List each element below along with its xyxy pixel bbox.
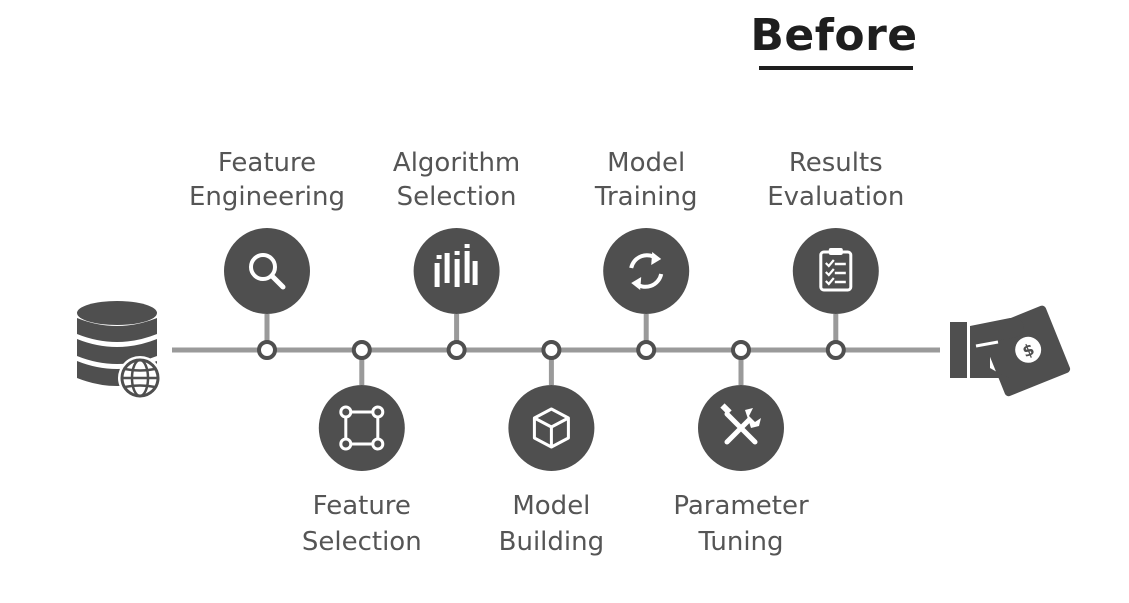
- title-underline: [759, 66, 913, 70]
- timeline-node: [257, 340, 277, 360]
- step-label: Results Evaluation: [767, 148, 905, 212]
- step-label: Feature Engineering: [189, 148, 345, 212]
- process-step: [224, 228, 310, 360]
- process-step: [792, 228, 879, 360]
- bars-icon: [434, 244, 478, 287]
- cube-icon: [532, 407, 570, 449]
- process-step: [698, 340, 784, 471]
- timeline-node: [351, 340, 372, 360]
- timeline-node: [541, 340, 562, 360]
- step-label: Model Training: [594, 148, 698, 212]
- step-circle: [792, 228, 879, 314]
- selection-square-icon: [339, 405, 385, 451]
- magnifier-icon: [249, 253, 286, 290]
- step-label: Parameter Tuning: [673, 491, 809, 557]
- step-circle: [603, 228, 690, 314]
- database-globe-icon: [77, 301, 162, 400]
- process-step: [508, 340, 595, 471]
- step-label: Model Building: [498, 491, 605, 557]
- clipboard-checklist-icon: [819, 248, 853, 292]
- timeline-node: [446, 340, 467, 360]
- step-label: Feature Selection: [301, 491, 422, 557]
- step-circle: [224, 228, 310, 314]
- hand-money-icon: $: [950, 305, 1071, 397]
- timeline-node: [636, 340, 657, 360]
- process-step: [603, 228, 690, 360]
- timeline-node: [825, 340, 846, 360]
- process-step: [413, 228, 500, 360]
- process-step: [318, 340, 405, 471]
- diagram-title: Before: [750, 10, 918, 61]
- step-label: Algorithm Selection: [392, 148, 521, 212]
- tools-icon: [720, 403, 761, 445]
- timeline-node: [731, 340, 751, 360]
- refresh-icon: [629, 252, 664, 290]
- step-circle: [318, 385, 405, 471]
